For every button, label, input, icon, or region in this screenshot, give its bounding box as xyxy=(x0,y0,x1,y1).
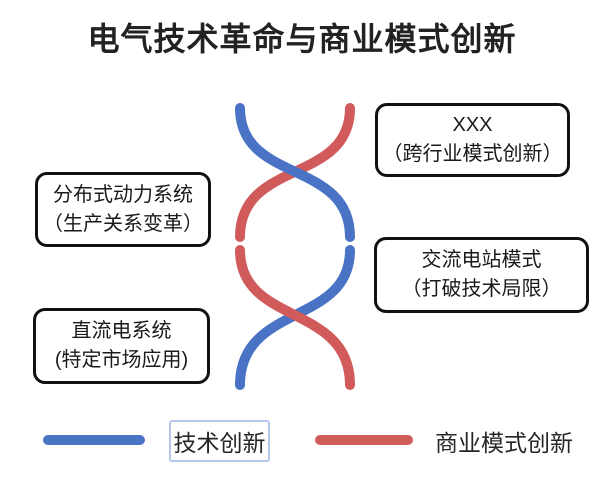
annotation-box-cross-industry[interactable]: XXX （跨行业模式创新） xyxy=(375,103,570,177)
box-line-1: 分布式动力系统 xyxy=(53,183,193,206)
legend-label-business[interactable]: 商业模式创新 xyxy=(435,420,573,462)
box-line-2: （跨行业模式创新） xyxy=(382,143,563,165)
legend-label-business-text: 商业模式创新 xyxy=(435,430,573,456)
page-title: 电气技术革命与商业模式创新 xyxy=(87,21,517,57)
box-line-1: 直流电系统 xyxy=(71,320,172,342)
box-line-1: XXX xyxy=(452,114,493,136)
annotation-box-ac-station[interactable]: 交流电站模式 （打破技术局限） xyxy=(374,237,589,313)
business-legend-swatch xyxy=(315,435,413,445)
tech-legend-line[interactable] xyxy=(43,435,145,445)
annotation-box-dc-system[interactable]: 直流电系统 (特定市场应用) xyxy=(33,308,210,384)
box-line-2: (特定市场应用) xyxy=(54,349,189,371)
tech-legend-swatch xyxy=(43,435,145,445)
legend-label-tech-text: 技术创新 xyxy=(173,430,266,456)
box-line-2: （打破技术局限） xyxy=(401,278,562,300)
business-strand-bottom[interactable] xyxy=(235,245,355,390)
box-line-2: （生产关系变革） xyxy=(43,212,203,235)
legend-label-tech[interactable]: 技术创新 xyxy=(169,420,270,462)
tech-strand-top[interactable] xyxy=(235,103,355,242)
box-line-1: 交流电站模式 xyxy=(421,249,542,271)
annotation-box-distributed-power[interactable]: 分布式动力系统 （生产关系变革） xyxy=(35,172,211,247)
business-legend-line[interactable] xyxy=(315,435,413,445)
